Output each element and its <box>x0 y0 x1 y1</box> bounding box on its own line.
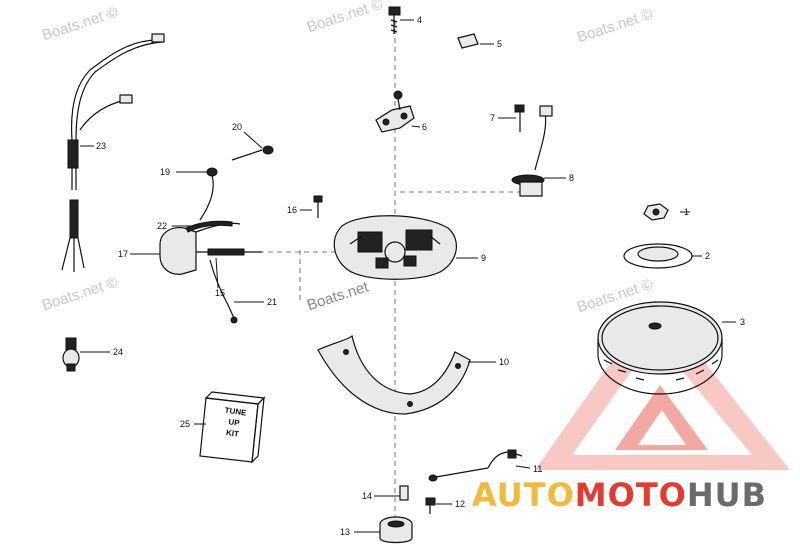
callout-label: 24 <box>113 347 123 357</box>
brand-part-hub: HUB <box>686 476 768 514</box>
callout-label: 7 <box>490 113 495 123</box>
callout-label: 16 <box>287 205 297 215</box>
retaining-screw-part <box>313 195 323 218</box>
wiring-harness-part <box>61 33 165 272</box>
callout-label: 9 <box>481 253 486 263</box>
callout-label: 4 <box>417 15 422 25</box>
clip-part <box>457 33 479 49</box>
brand-wordmark: AUTOMOTOHUB <box>472 476 767 514</box>
tune-up-kit-box <box>199 391 266 464</box>
callout-label: 20 <box>232 122 242 132</box>
callout-label: 11 <box>533 464 542 474</box>
flywheel-nut-part <box>643 203 669 221</box>
stator-plate-part <box>333 215 457 280</box>
callout-label: 13 <box>340 527 350 537</box>
leader-lines <box>80 19 736 533</box>
tune-up-kit-label: TUNE UP KIT <box>210 403 258 442</box>
linkage-part <box>428 449 523 482</box>
callout-label: 23 <box>96 141 106 151</box>
brand-part-moto: MOTO <box>574 476 687 514</box>
flywheel-part <box>597 301 723 395</box>
callout-label: 6 <box>422 122 427 132</box>
callout-label: 15 <box>215 288 225 298</box>
callout-label: 22 <box>157 221 167 231</box>
callout-label: 25 <box>180 419 190 429</box>
callout-label: 8 <box>569 173 574 183</box>
callout-label: 3 <box>740 317 745 327</box>
flywheel-shield-part <box>317 334 471 415</box>
brand-part-auto: AUTO <box>472 476 575 514</box>
small-screw-part <box>425 497 436 514</box>
pin-part <box>399 485 409 501</box>
callout-label: 14 <box>362 491 372 501</box>
contact-point-part <box>375 90 415 133</box>
ground-wire-part <box>199 145 274 221</box>
callout-label: 12 <box>455 499 465 509</box>
spark-terminal-part <box>62 337 80 372</box>
screw-part <box>388 6 401 34</box>
condenser-part <box>511 104 553 197</box>
callout-label: 1 <box>684 207 689 217</box>
ignition-coil-part <box>159 220 262 324</box>
callout-label: 2 <box>705 251 710 261</box>
callout-label: 17 <box>118 249 128 259</box>
washer-part <box>623 243 693 269</box>
bushing-part <box>379 516 413 544</box>
brand-logo-icon <box>535 300 790 470</box>
callout-label: 21 <box>267 297 277 307</box>
callout-label: 10 <box>499 357 509 367</box>
callout-label: 19 <box>160 167 170 177</box>
callout-label: 5 <box>497 39 502 49</box>
